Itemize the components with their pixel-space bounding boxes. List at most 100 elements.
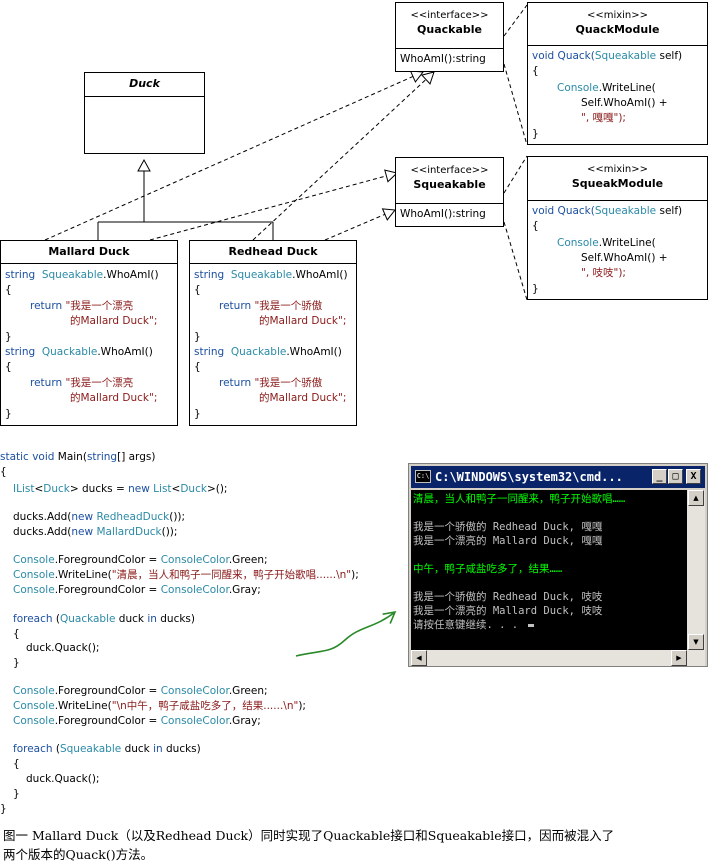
code-line: string Quackable.WhoAmI() bbox=[194, 345, 342, 360]
code-token: ducks) bbox=[156, 613, 195, 625]
squeakable-method: WhoAmI():string bbox=[400, 208, 486, 220]
code-token: return bbox=[30, 377, 63, 389]
code-token: string bbox=[194, 346, 225, 358]
console-line: 我是一个漂亮的 Mallard Duck, 嘎嘎 bbox=[413, 535, 603, 547]
close-button[interactable]: X bbox=[686, 469, 701, 484]
code-token: List bbox=[153, 483, 172, 495]
code-token: Console bbox=[13, 715, 55, 727]
code-token: .WriteLine( bbox=[598, 82, 656, 94]
code-token: Squeakable bbox=[41, 269, 104, 281]
squeakable-stereotype: <<interface>> bbox=[410, 165, 489, 176]
squeakable-name: Squeakable bbox=[413, 178, 486, 191]
code-line: static void Main(string[] args) bbox=[0, 450, 155, 465]
code-token: Duck bbox=[43, 483, 70, 495]
code-line: { bbox=[532, 65, 539, 77]
maximize-button[interactable]: □ bbox=[668, 469, 683, 484]
annotation-arrow bbox=[295, 610, 397, 657]
code-token: .WriteLine( bbox=[54, 569, 112, 581]
code-line: Console.WriteLine( bbox=[557, 236, 656, 251]
code-token: MallardDuck bbox=[96, 526, 162, 538]
squeak-module-stereotype: <<mixin>> bbox=[586, 164, 649, 175]
code-line: foreach (Squeakable duck in ducks) bbox=[13, 742, 201, 757]
code-token: void Quack( bbox=[532, 50, 595, 62]
scroll-left-icon[interactable]: ◀ bbox=[411, 650, 427, 666]
quack-module-code: void Quack(Squeakable self) { Console.Wr… bbox=[528, 46, 707, 144]
code-token: in bbox=[147, 613, 157, 625]
code-token: .ForegroundColor = bbox=[54, 685, 161, 697]
code-token: .Green; bbox=[228, 685, 268, 697]
vertical-scrollbar[interactable]: ▲ ▼ bbox=[687, 490, 705, 650]
minimize-button[interactable]: _ bbox=[652, 469, 667, 484]
code-token: ducks.Add( bbox=[13, 511, 72, 523]
code-token: "我是一个骄傲 bbox=[254, 377, 323, 389]
code-line: Console.WriteLine("\n中午，鸭子咸盐吃多了，结果......… bbox=[13, 699, 306, 714]
code-line: Self.WhoAmI() + bbox=[581, 252, 668, 264]
console-line: 清晨，当人和鸭子一同醒来，鸭子开始歌唱…… bbox=[413, 493, 626, 505]
squeak-module-code: void Quack(Squeakable self) { Console.Wr… bbox=[528, 201, 707, 299]
code-token: .WhoAmI() bbox=[286, 346, 342, 358]
code-token: return bbox=[219, 300, 252, 312]
code-line: 的Mallard Duck"; bbox=[70, 315, 158, 327]
code-token: Console bbox=[13, 700, 55, 712]
code-token: ConsoleColor bbox=[160, 685, 229, 697]
code-line: 的Mallard Duck"; bbox=[259, 315, 347, 327]
code-token: Quackable bbox=[230, 346, 287, 358]
code-line: ducks.Add(new RedheadDuck()); bbox=[13, 510, 185, 525]
code-line: return "我是一个漂亮 bbox=[30, 299, 133, 314]
squeak-module-name: SqueakModule bbox=[571, 177, 664, 190]
console-title-bar[interactable]: C:\ C:\WINDOWS\system32\cmd... _ □ X bbox=[411, 466, 705, 488]
code-line: ducks.Add(new MallardDuck()); bbox=[13, 525, 177, 540]
console-window: C:\ C:\WINDOWS\system32\cmd... _ □ X 清晨，… bbox=[408, 463, 708, 667]
code-token: return bbox=[219, 377, 252, 389]
code-line: { bbox=[194, 284, 201, 296]
code-token: void bbox=[32, 451, 55, 463]
scroll-right-icon[interactable]: ▶ bbox=[671, 650, 687, 666]
code-token: < bbox=[171, 483, 181, 495]
code-token: Console bbox=[13, 685, 55, 697]
code-line: foreach (Quackable duck in ducks) bbox=[13, 612, 195, 627]
code-token: string bbox=[86, 451, 118, 463]
code-token: Console bbox=[13, 554, 55, 566]
duck-class-header: Duck bbox=[85, 73, 204, 97]
code-line: } bbox=[194, 331, 201, 343]
code-line: } bbox=[194, 408, 201, 420]
code-token: new bbox=[71, 511, 94, 523]
console-prompt: 请按任意键继续. . . bbox=[413, 619, 519, 631]
console-line: 中午，鸭子咸盐吃多了，结果…… bbox=[413, 563, 563, 575]
code-token: ConsoleColor bbox=[160, 554, 229, 566]
caption-line: 两个版本的Quack()方法。 bbox=[3, 847, 154, 862]
code-token: .WriteLine( bbox=[54, 700, 112, 712]
quack-module-name: QuackModule bbox=[575, 23, 660, 36]
code-line: { bbox=[194, 361, 201, 373]
scroll-up-icon[interactable]: ▲ bbox=[688, 490, 704, 506]
code-line: string Quackable.WhoAmI() bbox=[5, 345, 153, 360]
code-token: Squeakable bbox=[594, 50, 657, 62]
code-token: "我是一个漂亮 bbox=[65, 377, 134, 389]
code-token: "清晨，当人和鸭子一同醒来，鸭子开始歌唱......\n" bbox=[111, 569, 352, 581]
code-line: return "我是一个骄傲 bbox=[219, 376, 322, 391]
code-line: duck.Quack(); bbox=[26, 642, 100, 654]
scroll-down-icon[interactable]: ▼ bbox=[688, 634, 704, 650]
code-token: ConsoleColor bbox=[160, 584, 229, 596]
code-token: .WhoAmI() bbox=[292, 269, 348, 281]
code-line: ", 嘎嘎"); bbox=[581, 112, 626, 124]
quackable-method: WhoAmI():string bbox=[400, 53, 486, 65]
code-token: RedheadDuck bbox=[96, 511, 170, 523]
code-token: ducks.Add( bbox=[13, 526, 72, 538]
duck-class: Duck bbox=[84, 72, 205, 154]
redhead-duck-name: Redhead Duck bbox=[228, 245, 318, 258]
inheritance-connector bbox=[97, 158, 274, 240]
code-token: ducks) bbox=[162, 743, 201, 755]
squeak-module-mixin: <<mixin>> SqueakModule void Quack(Squeak… bbox=[527, 156, 708, 300]
console-output[interactable]: 清晨，当人和鸭子一同醒来，鸭子开始歌唱…… 我是一个骄傲的 Redhead Du… bbox=[411, 490, 687, 650]
code-token: Console bbox=[557, 82, 599, 94]
code-token: IList bbox=[13, 483, 35, 495]
code-token: ()); bbox=[169, 511, 186, 523]
code-token: foreach bbox=[13, 743, 53, 755]
horizontal-scrollbar[interactable]: ◀ ▶ bbox=[411, 650, 705, 666]
code-line: Self.WhoAmI() + bbox=[581, 97, 668, 109]
code-token: Squeakable bbox=[230, 269, 293, 281]
code-line: Console.ForegroundColor = ConsoleColor.G… bbox=[13, 583, 261, 598]
code-line: void Quack(Squeakable self) bbox=[532, 204, 682, 219]
